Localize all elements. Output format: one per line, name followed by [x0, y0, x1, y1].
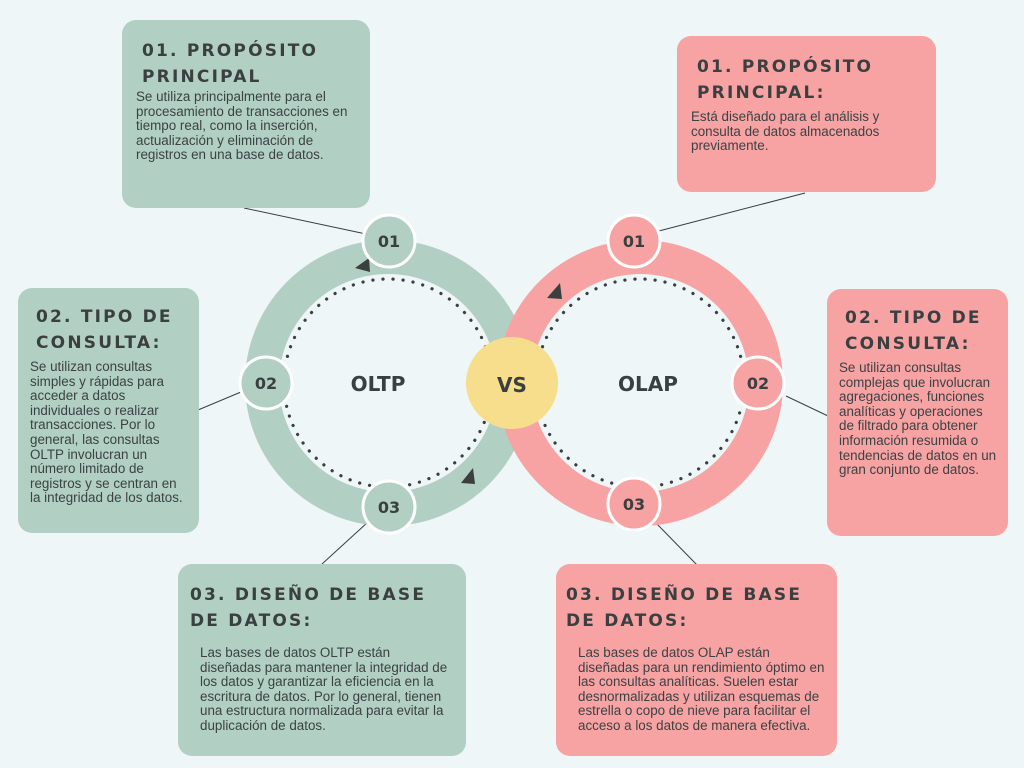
oltp-card-consulta: 02. TIPO DE CONSULTA: Se utilizan consul… [18, 288, 199, 533]
oltp-card-diseno-title: 03. DISEÑO DE BASE DE DATOS: [190, 585, 427, 631]
olap-card-diseno-title: 03. DISEÑO DE BASE DE DATOS: [566, 585, 803, 631]
connector-oltp-03 [321, 521, 369, 565]
oltp-badge-03-label: 03 [378, 498, 400, 517]
oltp-badge-03: 03 [361, 479, 417, 535]
oltp-card-consulta-text: Se utilizan consultas simples y rápidas … [30, 359, 183, 506]
oltp-label: OLTP [351, 372, 406, 396]
olap-card-proposito: 01. PROPÓSITO PRINCIPAL: Está diseñado p… [677, 36, 936, 192]
olap-badge-01: 01 [606, 213, 662, 269]
connector-oltp-02 [197, 391, 242, 411]
oltp-card-proposito-title: 01. PROPÓSITO PRINCIPAL [142, 41, 319, 87]
olap-card-consulta-text: Se utilizan consultas complejas que invo… [839, 360, 997, 478]
olap-card-proposito-title: 01. PROPÓSITO PRINCIPAL: [697, 57, 874, 103]
olap-card-consulta: 02. TIPO DE CONSULTA: Se utilizan consul… [827, 289, 1008, 536]
oltp-card-proposito-text: Se utiliza principalmente para el proces… [136, 89, 348, 163]
oltp-badge-02-label: 02 [255, 374, 277, 393]
olap-label: OLAP [618, 372, 678, 396]
olap-card-proposito-text: Está diseñado para el análisis y consult… [691, 109, 880, 154]
connector-olap-02 [785, 395, 829, 417]
oltp-card-diseno: 03. DISEÑO DE BASE DE DATOS: Las bases d… [178, 564, 466, 756]
oltp-card-proposito: 01. PROPÓSITO PRINCIPAL Se utiliza princ… [122, 20, 370, 208]
oltp-badge-02: 02 [238, 355, 294, 411]
olap-badge-03-label: 03 [623, 495, 645, 514]
oltp-arrow-top-icon [355, 258, 370, 272]
connector-olap-01 [654, 192, 806, 233]
vs-circle [466, 337, 558, 429]
oltp-badge-01: 01 [361, 213, 417, 269]
olap-badge-02: 02 [730, 355, 786, 411]
oltp-card-consulta-title: 02. TIPO DE CONSULTA: [36, 307, 173, 353]
olap-badge-01-label: 01 [623, 232, 645, 251]
connector-olap-03 [654, 521, 699, 567]
oltp-arrow-bottom-icon [461, 468, 475, 484]
connector-oltp-01 [243, 207, 367, 235]
olap-card-consulta-title: 02. TIPO DE CONSULTA: [845, 308, 982, 354]
olap-arrow-top-icon [547, 283, 562, 299]
olap-badge-02-label: 02 [747, 374, 769, 393]
olap-card-diseno: 03. DISEÑO DE BASE DE DATOS: Las bases d… [556, 564, 837, 756]
oltp-card-diseno-text: Las bases de datos OLTP están diseñadas … [200, 645, 448, 733]
olap-badge-03: 03 [606, 476, 662, 532]
oltp-badge-01-label: 01 [378, 232, 400, 251]
vs-label: VS [497, 373, 527, 397]
olap-card-diseno-text: Las bases de datos OLAP están diseñadas … [578, 645, 825, 733]
